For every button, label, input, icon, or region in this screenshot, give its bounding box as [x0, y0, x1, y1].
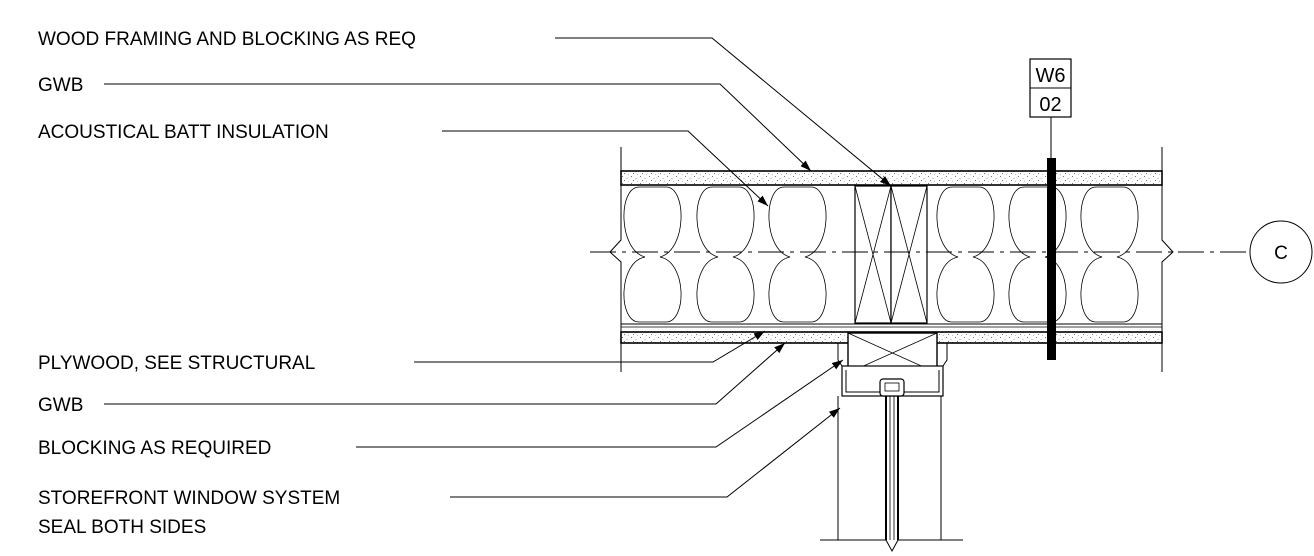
grid-bubble-label: C: [1274, 243, 1288, 264]
label-blocking: BLOCKING AS REQUIRED: [38, 438, 271, 459]
label-storefront: STOREFRONT WINDOW SYSTEM: [38, 488, 340, 509]
leaders: [104, 37, 892, 498]
plywood-layer: [620, 323, 1163, 333]
label-plywood: PLYWOOD, SEE STRUCTURAL: [38, 353, 315, 374]
label-wood-framing: WOOD FRAMING AND BLOCKING AS REQ: [38, 29, 416, 50]
wall-tag: [1029, 58, 1072, 360]
label-gwb-top: GWB: [38, 75, 83, 96]
wall-tag-bottom: 02: [1039, 94, 1061, 116]
wall-tag-top: W6: [1036, 65, 1066, 87]
label-seal: SEAL BOTH SIDES: [38, 517, 206, 538]
grid-bubble: [1249, 220, 1313, 284]
wood-framing: [854, 185, 928, 324]
gwb-top-layer: [620, 170, 1163, 186]
storefront-window: [820, 343, 963, 553]
label-gwb-bottom: GWB: [38, 395, 83, 416]
label-acoustical: ACOUSTICAL BATT INSULATION: [38, 122, 329, 143]
